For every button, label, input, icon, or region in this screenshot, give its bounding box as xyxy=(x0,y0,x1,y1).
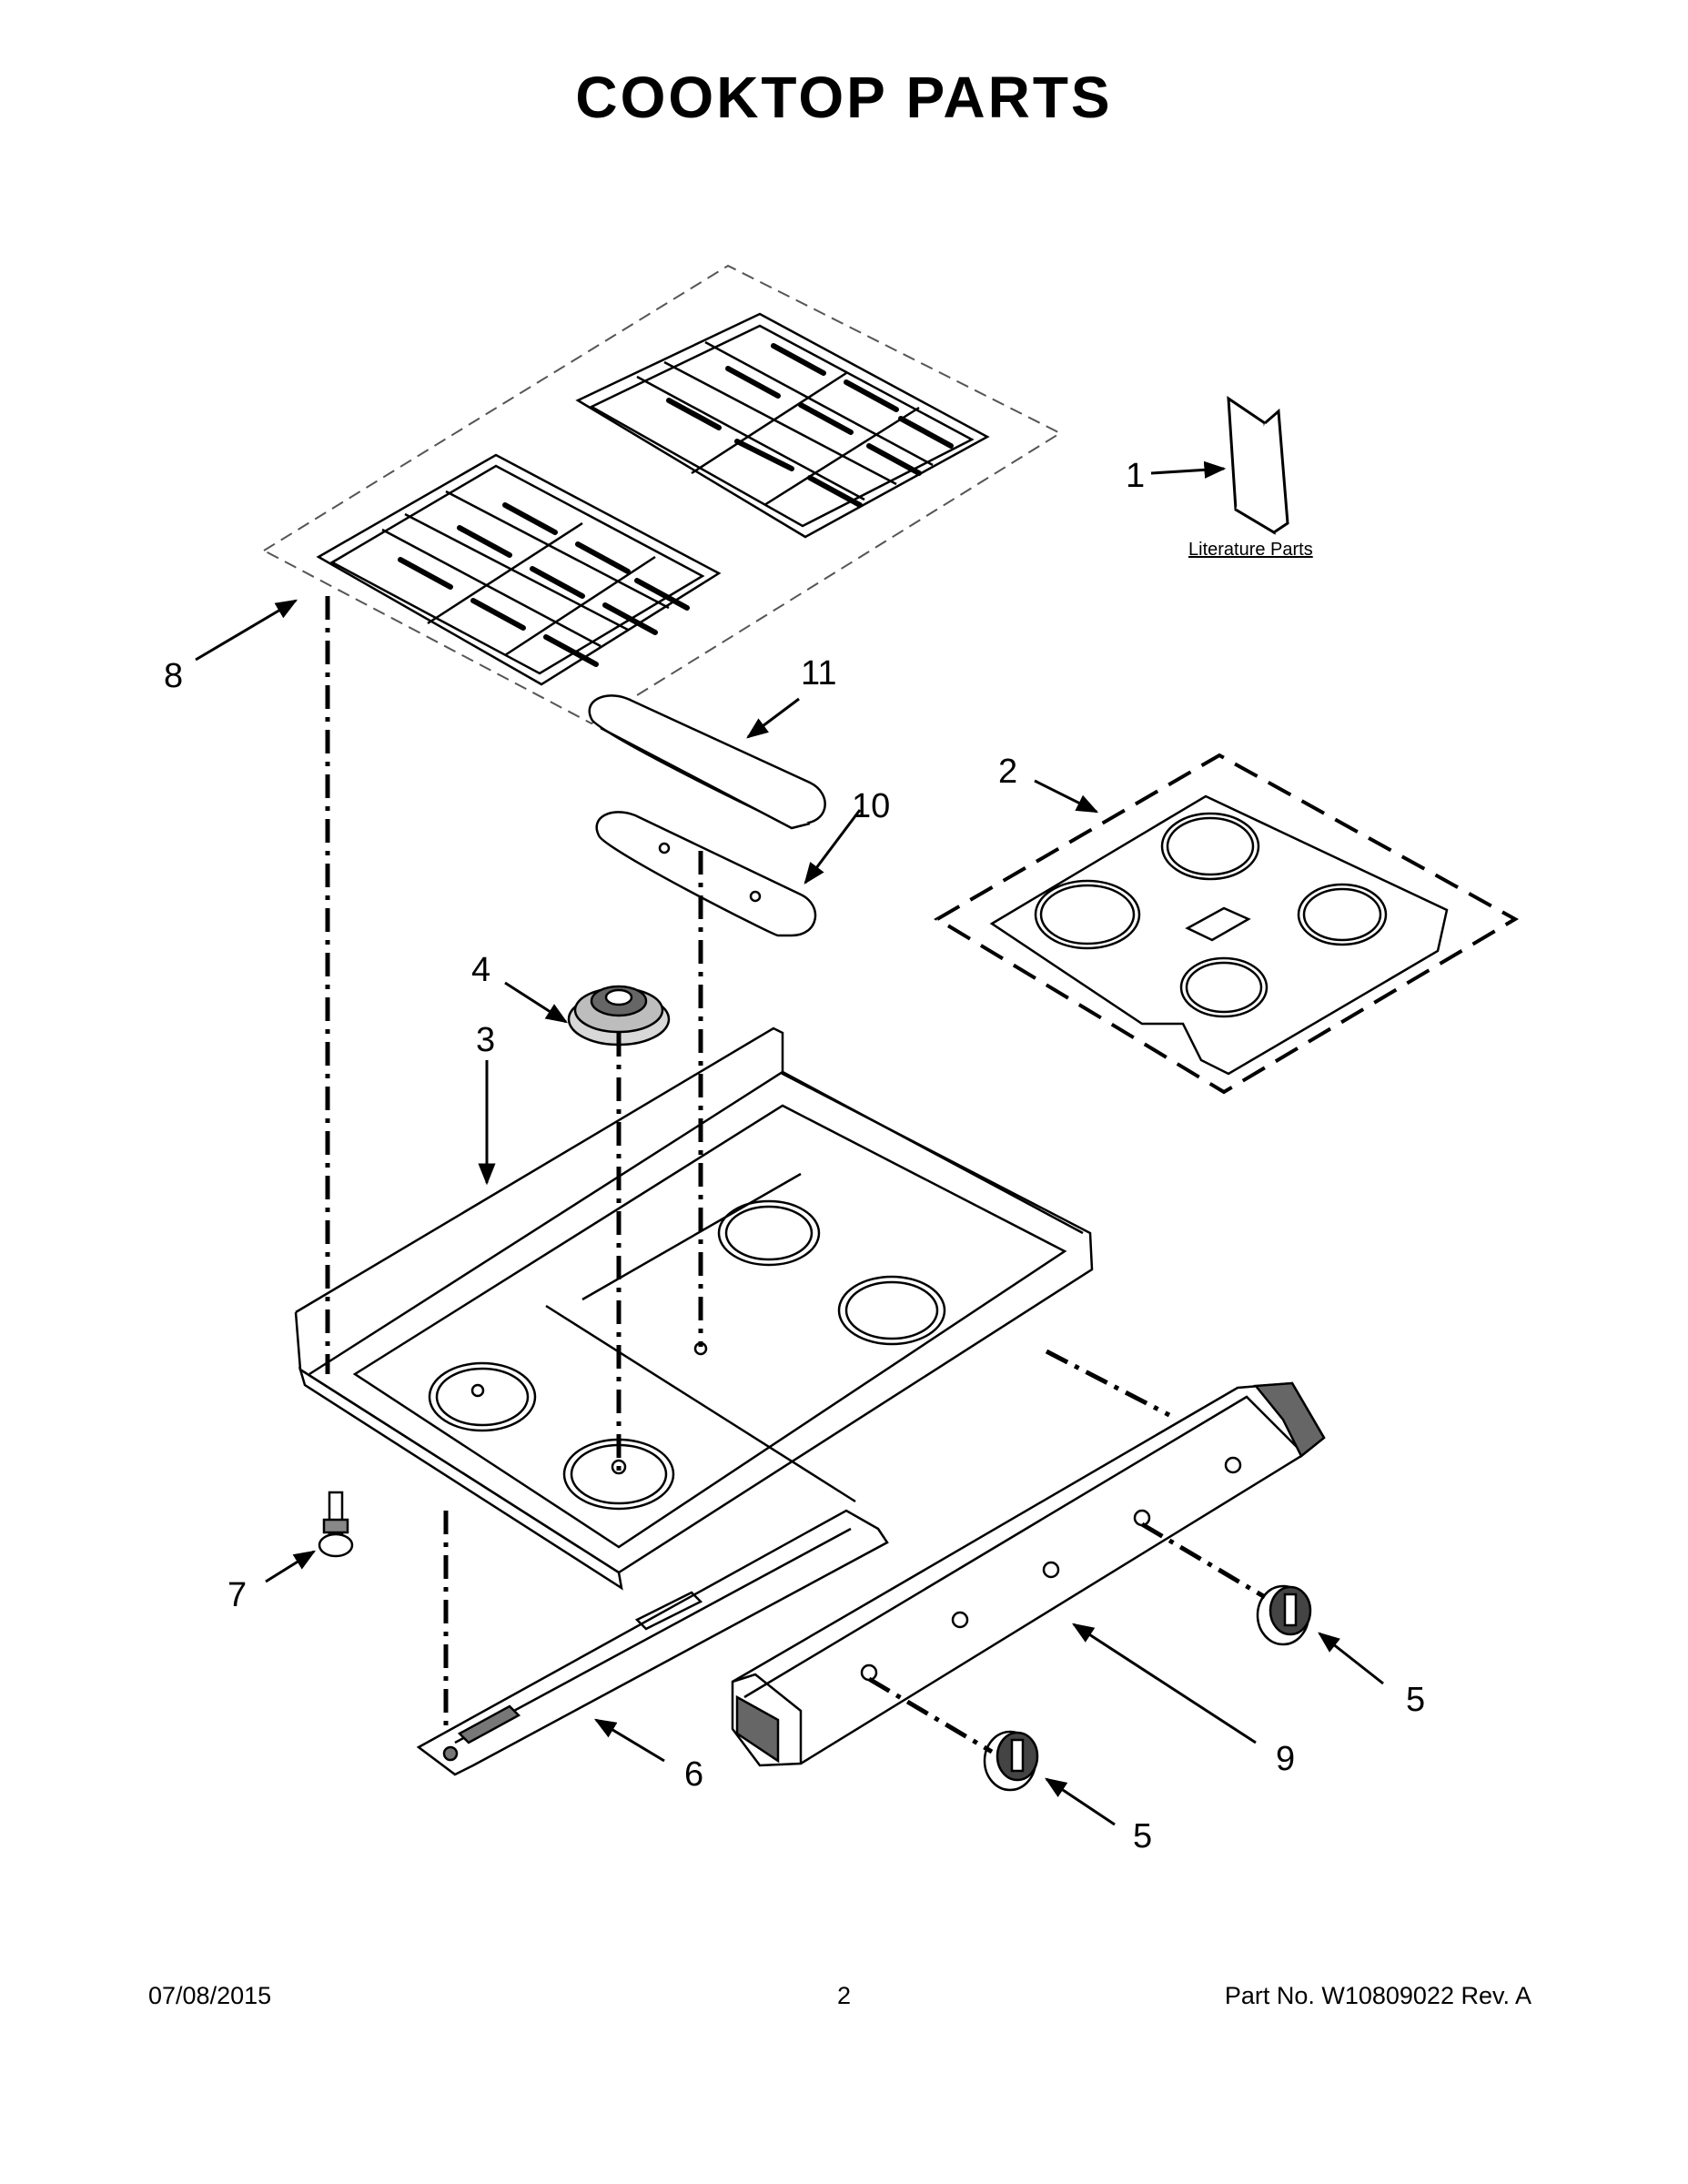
cooktop-support-bracket xyxy=(416,1509,889,1776)
callout-2: 2 xyxy=(998,753,1017,791)
literature-booklet xyxy=(1227,396,1289,535)
callout-11: 11 xyxy=(801,654,836,693)
callout-10: 10 xyxy=(852,787,890,825)
callout-5-right: 5 xyxy=(1406,1681,1425,1719)
spark-ignitor xyxy=(318,1491,354,1558)
footer-date: 07/08/2015 xyxy=(148,1982,272,2009)
griddle-cover-11 xyxy=(588,694,826,830)
callout-leaders xyxy=(195,460,1384,1826)
cooktop-main-top xyxy=(294,1026,1094,1591)
electric-cooktop-dashed-outline xyxy=(934,753,1520,1095)
callout-9: 9 xyxy=(1276,1740,1295,1778)
rear-grate xyxy=(575,312,990,539)
callout-7: 7 xyxy=(227,1576,247,1614)
callout-1: 1 xyxy=(1126,457,1145,495)
griddle-plate-10 xyxy=(595,811,817,937)
footer-part-number: Part No. W10809022 Rev. A xyxy=(1224,1982,1531,2009)
grate-outline-dashed xyxy=(261,264,1063,725)
control-knob-right xyxy=(1256,1584,1312,1646)
callout-3: 3 xyxy=(476,1021,495,1059)
callout-6: 6 xyxy=(684,1755,703,1794)
page-title: COOKTOP PARTS xyxy=(575,65,1113,130)
electric-cooktop xyxy=(989,794,1449,1076)
callout-5-left: 5 xyxy=(1133,1817,1152,1855)
callout-8: 8 xyxy=(164,657,183,695)
callout-4: 4 xyxy=(471,951,490,989)
assembly-guide-lines xyxy=(325,596,1267,1754)
literature-parts-label: Literature Parts xyxy=(1188,540,1313,560)
manifold-panel xyxy=(731,1381,1326,1767)
footer-page-number: 2 xyxy=(836,1982,852,2009)
control-knob-left xyxy=(983,1730,1039,1792)
front-grate xyxy=(316,453,722,686)
